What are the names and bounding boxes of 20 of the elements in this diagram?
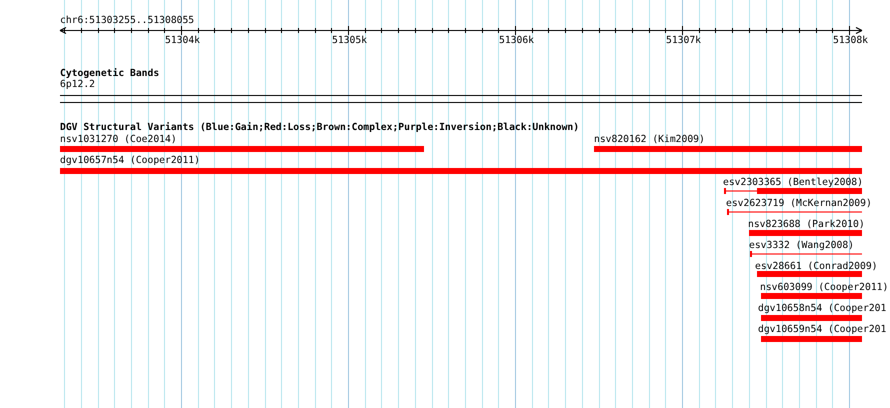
variant-label: esv2623719 (McKernan2009) [726, 198, 872, 209]
variant-label: dgv10658n54 (Cooper201 [758, 303, 886, 314]
tick-label: 51305k [332, 35, 367, 46]
variant-label: nsv820162 (Kim2009) [594, 134, 705, 145]
tick-label: 51308k [833, 35, 868, 46]
variant-label: esv28661 (Conrad2009) [755, 261, 878, 272]
variant-label: nsv823688 (Park2010) [748, 219, 865, 230]
variant-label: esv3332 (Wang2008) [749, 240, 854, 251]
variant-label: dgv10659n54 (Cooper201 [758, 324, 886, 335]
band-label: 6p12.2 [60, 79, 95, 90]
variant-label: nsv1031270 (Coe2014) [60, 134, 177, 145]
tick-label: 51306k [499, 35, 534, 46]
variant-label: esv2303365 (Bentley2008) [723, 177, 863, 188]
track-title: DGV Structural Variants (Blue:Gain;Red:Loss;Brown:Complex;Purple:Inversion;Black:Unknown) [60, 122, 580, 133]
variant-label: nsv603099 (Cooper2011) [760, 282, 888, 293]
track-title: Cytogenetic Bands [60, 68, 160, 79]
position-label: chr6:51303255..51308055 [60, 15, 194, 26]
tick-label: 51307k [666, 35, 701, 46]
variant-label: dgv10657n54 (Cooper2011) [60, 155, 200, 166]
tick-label: 51304k [165, 35, 200, 46]
